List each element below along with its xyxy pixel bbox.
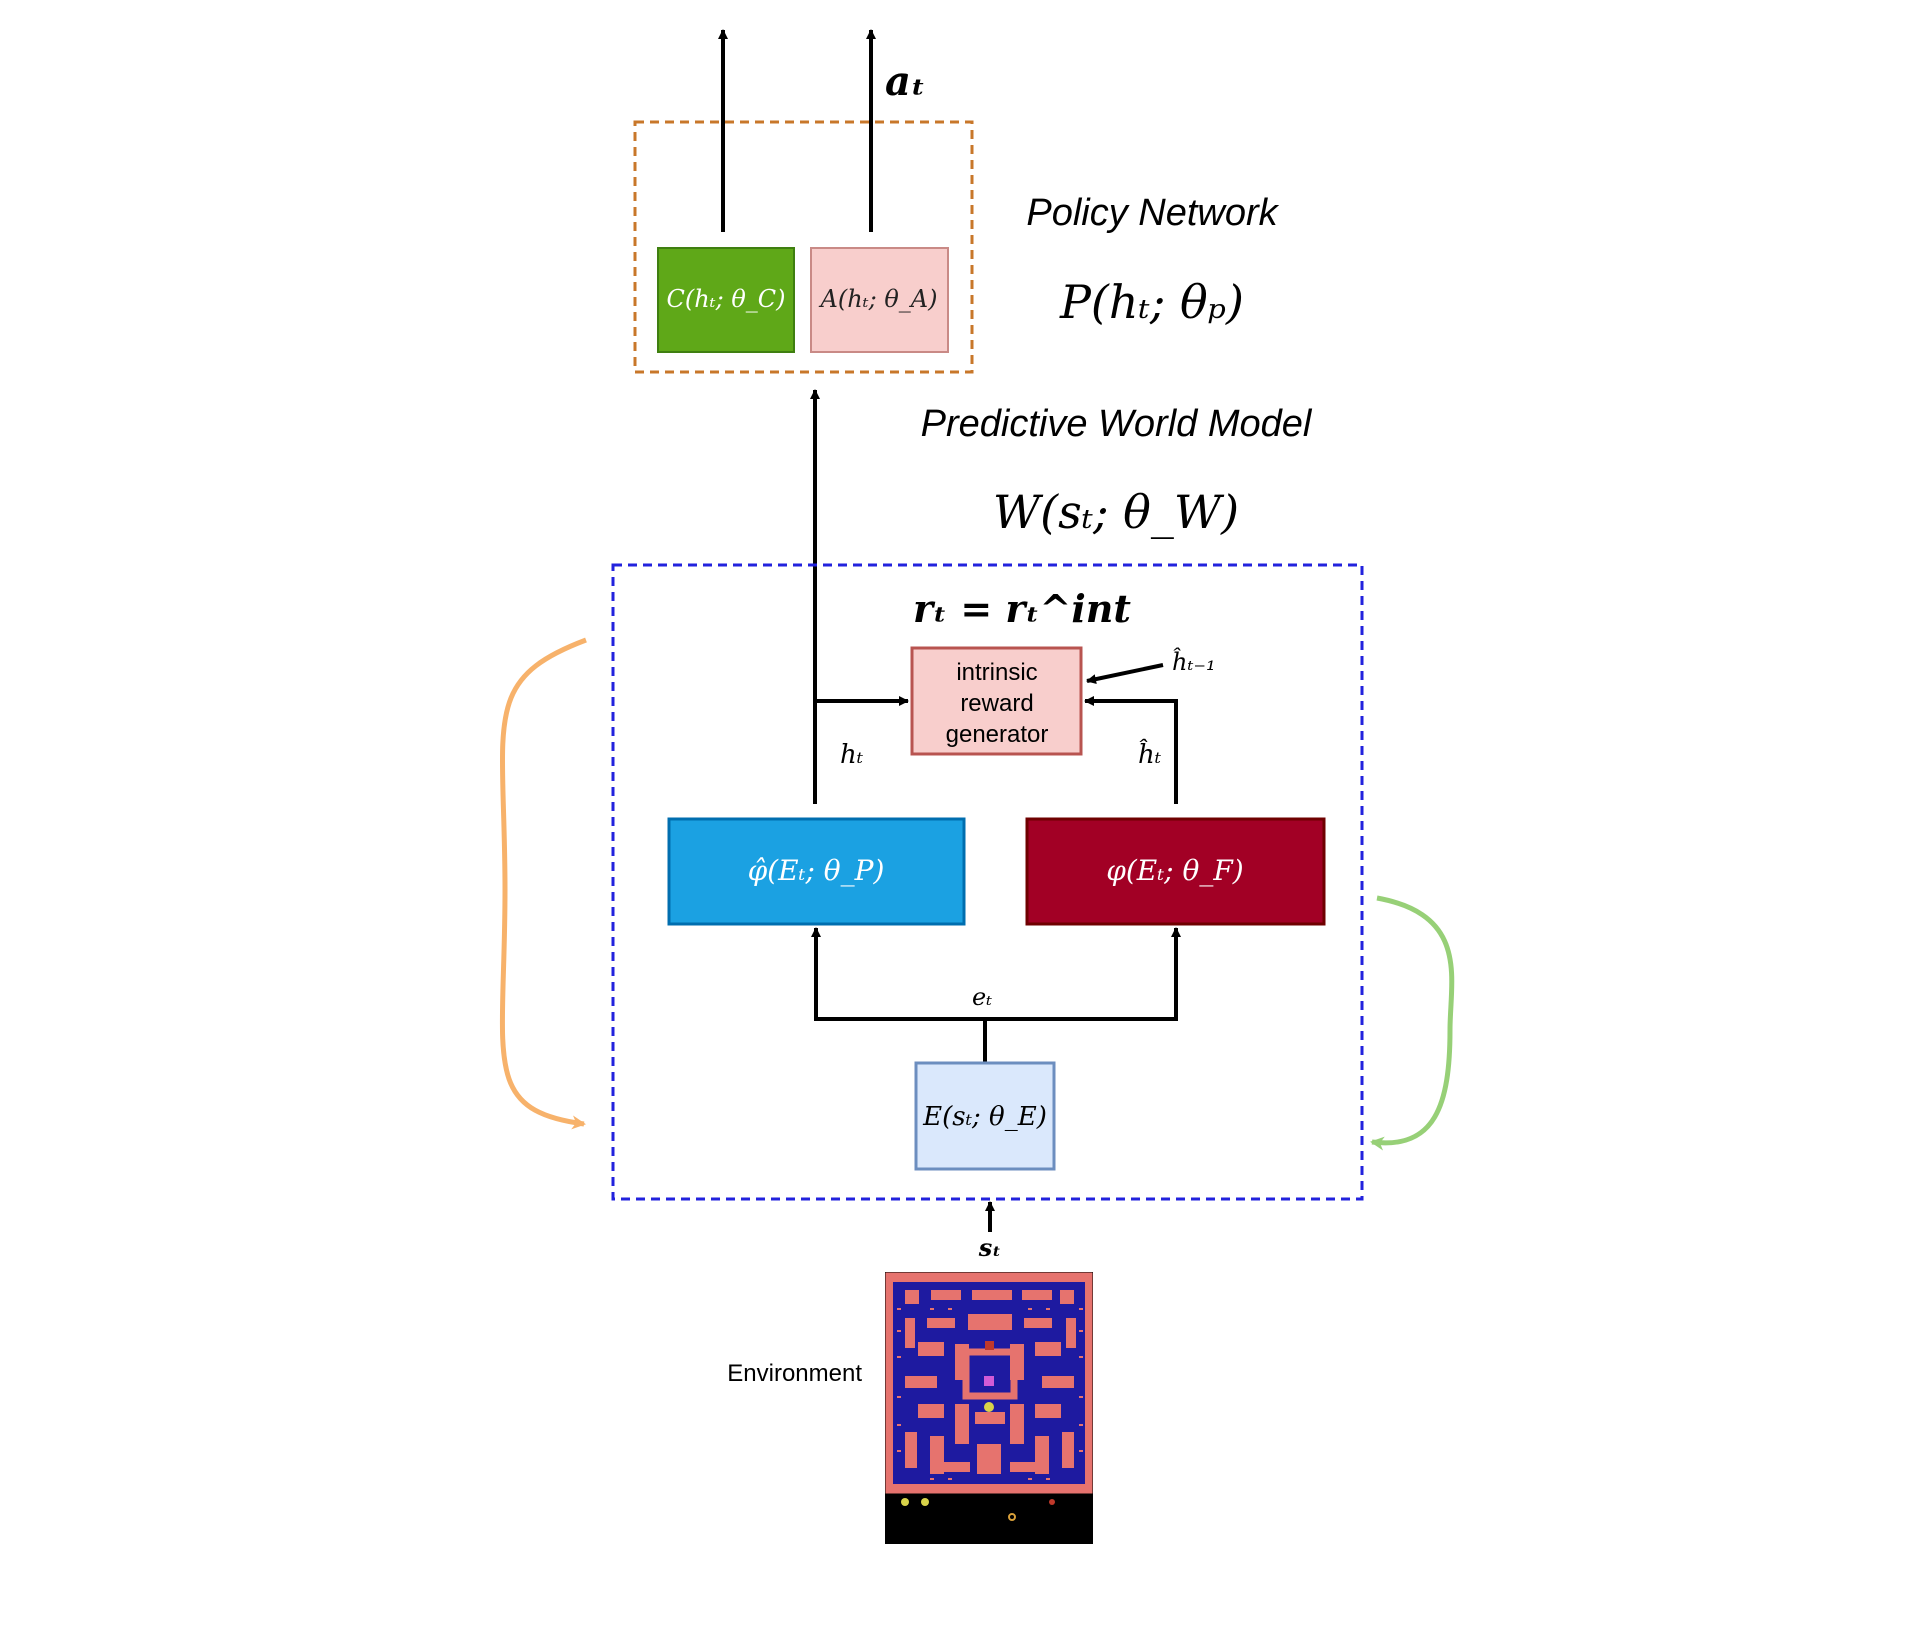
policy-network-formula: P(hₜ; θₚ) xyxy=(1059,275,1244,329)
environment-label: Environment xyxy=(727,1360,862,1387)
actor-label: A(hₜ; θ_A) xyxy=(819,285,938,313)
world-model-title: Predictive World Model xyxy=(921,403,1313,445)
embedding-to-target-arrow xyxy=(985,927,1181,1021)
policy-network-frame xyxy=(633,120,974,374)
target-network-box xyxy=(1025,817,1326,926)
world-model-frame xyxy=(611,563,1364,1201)
intrinsic-reward-generator-box xyxy=(910,646,1083,756)
prev-hidden-arrow xyxy=(1086,663,1164,685)
action-label: aₜ xyxy=(885,58,926,105)
predictor-network-box xyxy=(667,817,966,926)
encoder-box xyxy=(914,1061,1056,1171)
hidden-label: hₜ xyxy=(840,740,864,770)
world-model-formula: W(sₜ; θ_W) xyxy=(993,485,1239,539)
reward-generator-line-3: generator xyxy=(946,721,1049,748)
reward-formula: rₜ = rₜ^int xyxy=(913,586,1131,631)
actor-box xyxy=(810,247,949,353)
encoder-label: E(sₜ; θ_E) xyxy=(922,1102,1047,1132)
reward-generator-line-2: reward xyxy=(960,690,1033,717)
predicted-hidden-to-reward-arrow xyxy=(1084,696,1178,804)
embedding-to-predictor-arrow xyxy=(811,927,987,1063)
predicted-hidden-label: ĥₜ xyxy=(1138,738,1162,770)
green-feedback-arrow xyxy=(1370,895,1455,1151)
target-label: φ(Eₜ; θ_F) xyxy=(1106,854,1243,887)
state-label: sₜ xyxy=(978,1233,1001,1262)
embedding-label: eₜ xyxy=(972,983,992,1011)
prev-hidden-label: ĥₜ₋₁ xyxy=(1172,647,1216,676)
pacman-game-screen xyxy=(885,1272,1093,1544)
orange-feedback-arrow xyxy=(499,637,587,1130)
critic-label: C(hₜ; θ_C) xyxy=(667,285,786,313)
critic-box xyxy=(657,247,795,353)
predictor-label: φ̂(Eₜ; θ_P) xyxy=(748,854,885,887)
reward-generator-line-1: intrinsic xyxy=(956,659,1037,686)
policy-network-title: Policy Network xyxy=(1026,192,1279,234)
